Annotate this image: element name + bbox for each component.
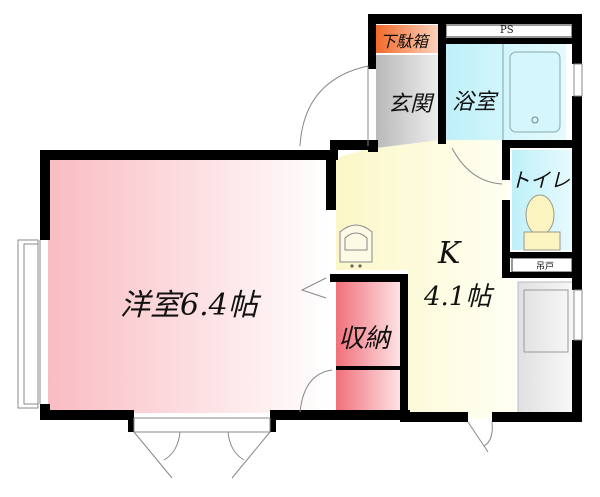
pipe-space-label: PS [500,25,514,36]
storage-floor [336,280,402,413]
entrance-label: 玄関 [388,92,433,117]
western-room-floor [48,158,331,413]
bathroom-label: 浴室 [452,90,497,115]
bathtub-icon [509,51,561,133]
kitchen-floor [336,140,516,418]
toilet-icon [525,194,555,236]
washbasin-icon [339,224,373,263]
entrance-floor [376,55,440,148]
overhead-cabinet-label: 吊戸 [536,262,555,272]
shoe-box-fill [376,25,438,53]
kitchen-size-label: 4.1帖 [424,282,492,312]
toilet-label: トイレ [510,168,570,192]
storage-label: 収納 [338,324,391,354]
sink-counter-icon [517,281,575,415]
western-room-label: 洋室6.4帖 [120,288,258,323]
kitchen-label: K [438,236,461,271]
shoe-box-label: 下駄箱 [380,32,429,51]
